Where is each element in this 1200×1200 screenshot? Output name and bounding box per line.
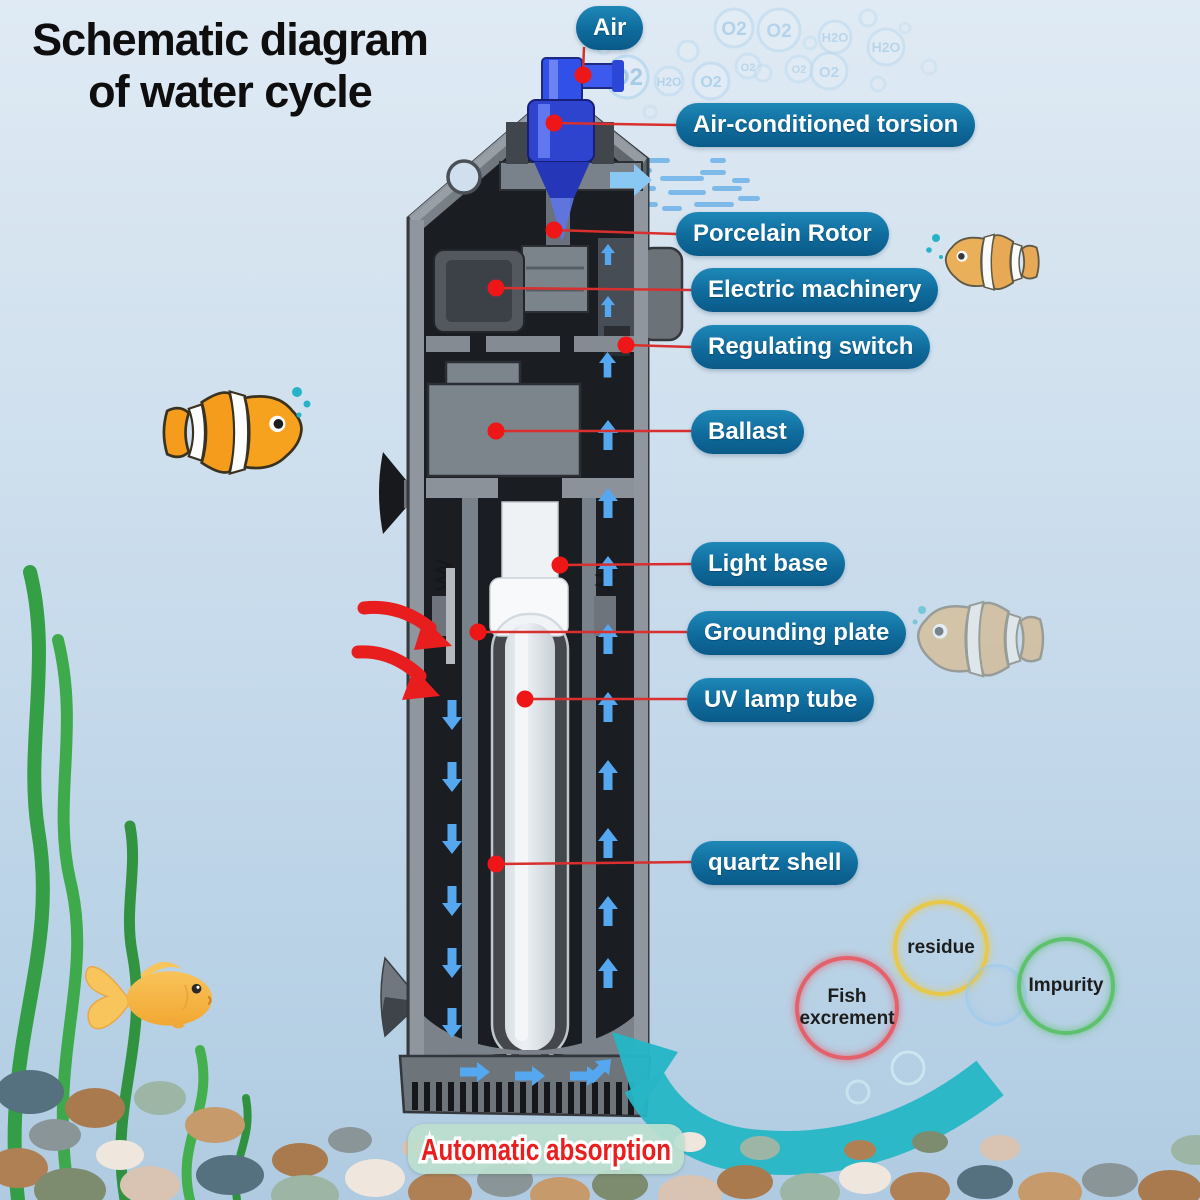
clownfish xyxy=(162,389,303,476)
quartz-shell-part xyxy=(490,612,570,1062)
light-base-part xyxy=(489,501,569,637)
bubble-o2: O2 xyxy=(819,64,839,81)
bubble-h2o: H2O xyxy=(822,30,849,45)
connector-dots xyxy=(469,66,635,873)
porcelain-rotor-part xyxy=(521,245,589,313)
clownfish-faded xyxy=(916,600,1045,678)
bubble-h2o: H2O xyxy=(657,75,682,89)
bubble-trail xyxy=(292,234,943,625)
grounding-plate-part xyxy=(446,568,455,664)
bubble-o2: O2 xyxy=(766,21,791,42)
electric-motor-part xyxy=(433,249,525,333)
air-valve xyxy=(506,57,624,242)
bubble-h2o: H2O xyxy=(872,39,901,55)
bubble-o2: O2 xyxy=(741,62,756,74)
goldfish xyxy=(85,961,213,1030)
connector-lines xyxy=(478,46,692,866)
bubble-o2: O2 xyxy=(792,64,807,76)
outlet-arrow xyxy=(610,164,652,196)
pebbles xyxy=(0,1070,1200,1200)
uv-filter-device xyxy=(379,57,684,1118)
bubble-o2: O2 xyxy=(721,19,746,40)
flow-arrows xyxy=(442,164,652,1088)
bubble-o2: O2 xyxy=(700,74,721,91)
oxygen-bubbles: O2 O2 H2O O2 O2 O2 H2O H2O O2 O2 xyxy=(596,7,938,120)
inlet-arrows xyxy=(351,600,452,700)
strainer-base xyxy=(398,1054,652,1118)
hanger-hole xyxy=(446,159,482,195)
clownfish-small xyxy=(944,233,1040,291)
